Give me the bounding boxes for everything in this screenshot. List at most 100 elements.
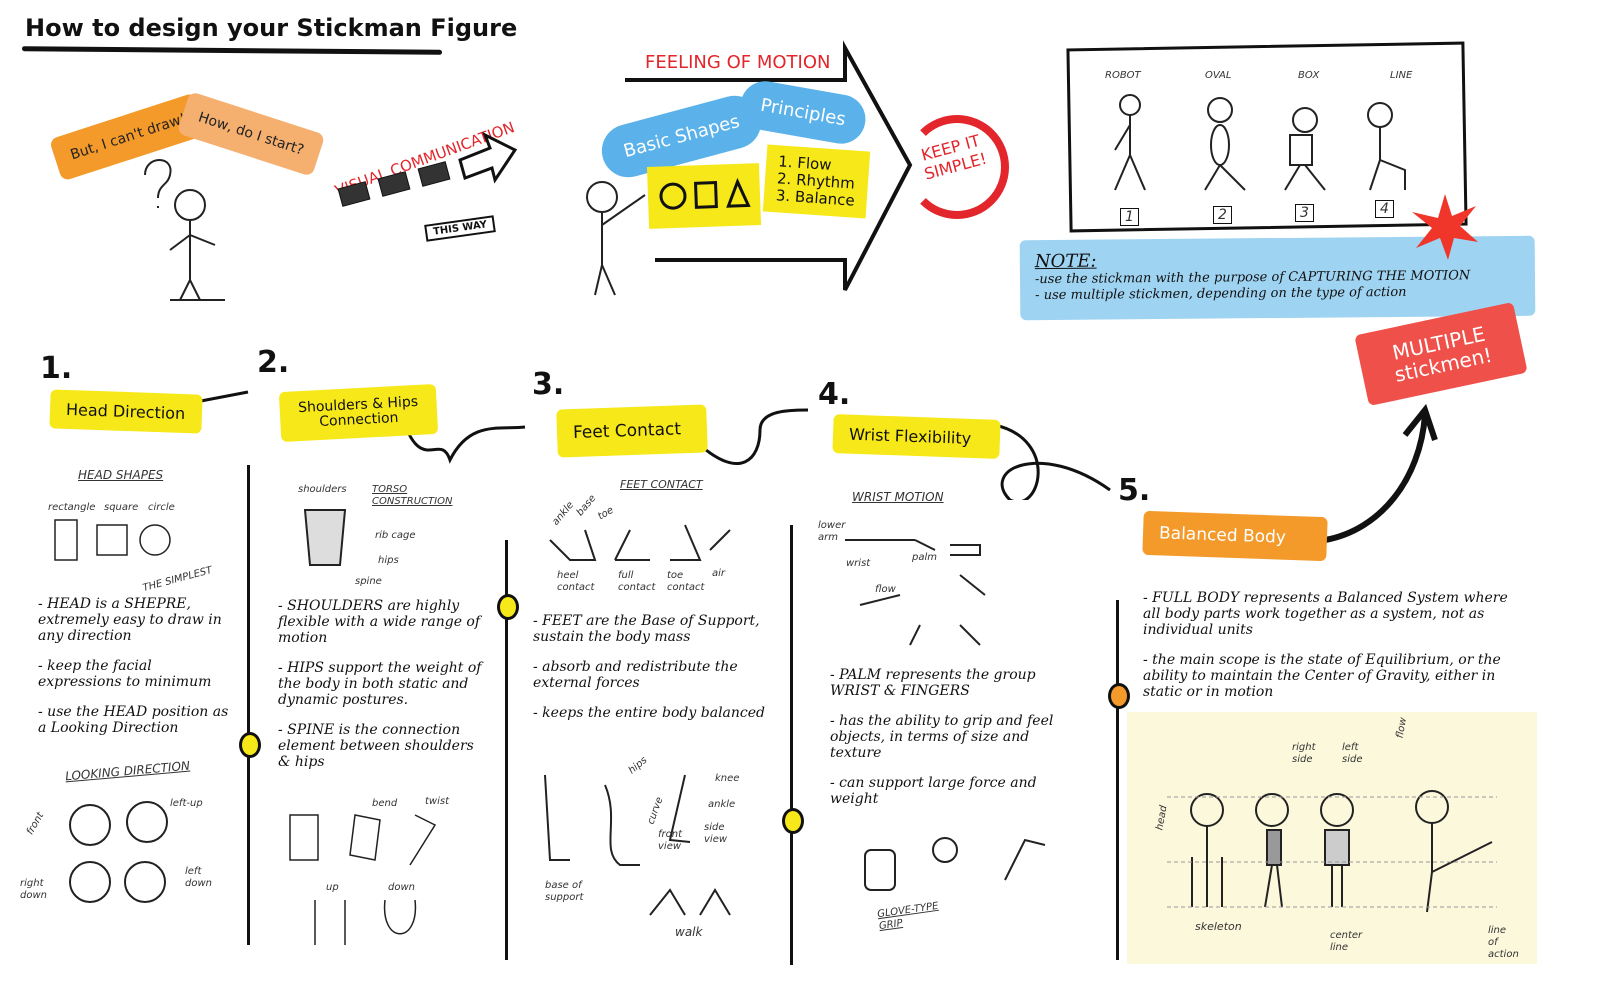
balanced-stickmen-icon: [1167, 790, 1497, 913]
this-way-sign: THIS WAY: [424, 215, 497, 242]
wrist-motion-icon: [845, 539, 986, 646]
sketch-label: front view: [658, 829, 683, 852]
bullet: - absorb and redistribute the external f…: [533, 659, 738, 691]
sketch-title: WRIST MOTION: [852, 490, 944, 504]
bullet: - keeps the entire body balanced: [533, 705, 765, 721]
sketch-label: skeleton: [1195, 920, 1242, 933]
sketch-label: heel contact: [557, 570, 595, 593]
sketch-label: left-up: [170, 798, 203, 809]
note-line: - use multiple stickmen, depending on th…: [1035, 284, 1407, 304]
page-title: How to design your Stickman Figure: [25, 14, 518, 42]
sketch-label: left down: [185, 866, 212, 889]
sketch-label: center line: [1330, 930, 1363, 953]
pointing-stickman-icon: [586, 181, 646, 296]
step-number: 4.: [818, 377, 851, 412]
sketch-label: front: [24, 810, 47, 837]
step-text: - HEAD is a SHEPRE, extremely easy to dr…: [38, 596, 238, 750]
sketch-label: twist: [425, 796, 450, 807]
bullet: - has the ability to grip and feel objec…: [830, 713, 1054, 761]
sketch-label: flow: [875, 584, 896, 595]
torso-motion-icon: [289, 814, 437, 945]
style-label: LINE: [1390, 70, 1413, 81]
cubes-arrow-icon: [337, 131, 518, 207]
style-label: OVAL: [1205, 70, 1232, 81]
step-text: - FEET are the Base of Support, sustain …: [533, 613, 768, 735]
style-number: 4: [1375, 200, 1394, 218]
bullet: - FEET are the Base of Support, sustain …: [533, 613, 760, 645]
shapes-box: [646, 163, 762, 229]
sketch-label: up: [326, 882, 339, 893]
sketch-label: toe contact: [667, 570, 705, 593]
timeline-dot: [782, 808, 804, 834]
bullet: - use the HEAD position as a Looking Dir…: [38, 704, 229, 736]
step-tag-shoulders-hips: Shoulders & Hips Connection: [278, 383, 439, 443]
sketch-label: rectangle: [48, 502, 96, 513]
bullet: - the main scope is the state of Equilib…: [1143, 652, 1501, 700]
sketch-label: bend: [372, 798, 398, 809]
timeline-dot: [239, 732, 261, 758]
bullet: - SPINE is the connection element betwee…: [278, 722, 474, 770]
step-text: - PALM represents the group WRIST & FING…: [830, 667, 1080, 821]
step-text: - SHOULDERS are highly flexible with a w…: [278, 598, 488, 784]
curved-arrow-icon: [1324, 403, 1438, 543]
head-shapes-icon: [54, 519, 171, 561]
bullet: - PALM represents the group WRIST & FING…: [830, 667, 1036, 699]
step-tag-wrist-flexibility: Wrist Flexibility: [832, 414, 1001, 459]
sketch-label: right side: [1292, 742, 1316, 765]
sketch-label: base of support: [545, 880, 584, 903]
divider-line: [1116, 600, 1119, 960]
bullet: - HEAD is a SHEPRE, extremely easy to dr…: [38, 596, 222, 644]
sketch-label: GLOVE-TYPE GRIP: [876, 900, 940, 933]
balanced-body-panel: [1127, 712, 1537, 964]
bullet: - SHOULDERS are highly flexible with a w…: [278, 598, 481, 646]
style-number: 2: [1213, 206, 1232, 224]
sketch-label: left side: [1342, 742, 1363, 765]
step-tag-feet-contact: Feet Contact: [556, 404, 708, 458]
stickman-styles-icon: [1114, 94, 1406, 191]
sketch-title: FEET CONTACT: [620, 478, 703, 491]
keep-it-simple-circle: [905, 115, 1009, 219]
sketch-label: square: [104, 502, 139, 513]
bullet: - keep the facial expressions to minimum: [38, 658, 212, 690]
torso-construction-icon: [303, 509, 347, 566]
step-text: - FULL BODY represents a Balanced System…: [1143, 590, 1523, 714]
style-robot: ROBOT: [1105, 70, 1141, 82]
sketch-label: wrist: [846, 558, 871, 569]
sketch-label: lower arm: [818, 520, 846, 543]
step-tag-balanced-body: Balanced Body: [1142, 510, 1328, 562]
sketch-title: TORSO CONSTRUCTION: [372, 484, 453, 507]
principles-list: 1. Flow 2. Rhythm 3. Balance: [762, 144, 871, 219]
sketch-label: palm: [912, 552, 937, 563]
sketch-label: right down: [20, 878, 47, 901]
starburst-icon: [1412, 194, 1478, 260]
sketch-label: walk: [675, 925, 703, 939]
legs-sketch-icon: [544, 774, 731, 916]
title-underline: [21, 46, 443, 55]
style-label: BOX: [1298, 70, 1320, 81]
sketch-label: full contact: [618, 570, 656, 593]
sketch-label: rib cage: [375, 530, 416, 541]
sketch-label: line of action: [1488, 925, 1519, 960]
style-label: ROBOT: [1105, 70, 1141, 81]
sketch-label: hips: [378, 555, 399, 566]
step-number: 5.: [1118, 473, 1151, 508]
sketch-label: shoulders: [298, 484, 347, 495]
sketch-label: side view: [704, 822, 728, 845]
feeling-of-motion-heading: FEELING OF MOTION: [645, 52, 831, 73]
sketch-label: ankle: [708, 799, 736, 810]
looking-direction-heads-icon: [69, 801, 168, 903]
step-connectors-icon: [179, 390, 1111, 500]
sketch-label: knee: [715, 773, 740, 784]
divider-line: [790, 525, 793, 965]
sketch-label: air: [712, 568, 726, 579]
style-number: 3: [1295, 204, 1314, 222]
sketch-label: spine: [355, 576, 382, 587]
basic-shapes-icon: [659, 177, 751, 210]
sketch-title: HEAD SHAPES: [78, 468, 164, 482]
step-number: 1.: [40, 351, 73, 386]
bullet: - HIPS support the weight of the body in…: [278, 660, 482, 708]
style-line: LINE: [1390, 70, 1412, 82]
sketch-title: LOOKING DIRECTION: [64, 758, 191, 784]
bullet: - FULL BODY represents a Balanced System…: [1143, 590, 1508, 638]
